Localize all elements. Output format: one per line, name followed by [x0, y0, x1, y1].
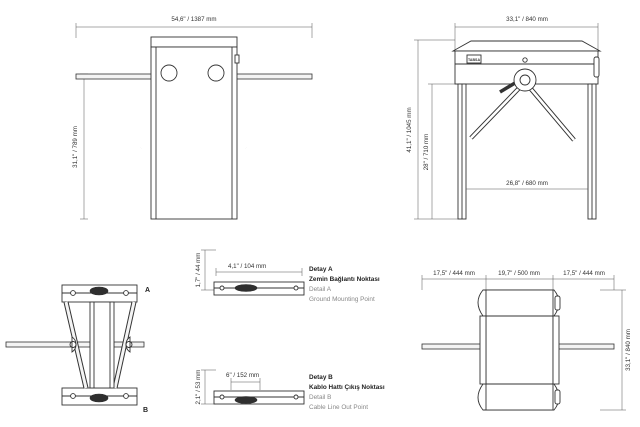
front-top-cap [150, 36, 238, 48]
detail-a-plate [213, 281, 305, 296]
front-view: 54,6" / 1387 mm 31,1" / 789 mm [72, 16, 313, 220]
side-width-dim-label: 33,1" / 840 mm [506, 16, 548, 23]
marker-a: A [145, 287, 150, 294]
detail-b-title-tr: Kablo Hattı Çıkış Noktası [309, 384, 385, 391]
front-side-latch [234, 54, 240, 64]
marker-b: B [143, 407, 148, 414]
detail-b-title: Detay B [309, 374, 333, 381]
plan-depth-dim: 33,1" / 840 mm [625, 329, 632, 371]
detail-a-desc-en: Ground Mounting Point [309, 296, 375, 303]
detail-a-height-dim: 1,7" / 44 mm [195, 253, 202, 288]
front-width-dim-label: 54,6" / 1387 mm [171, 16, 216, 23]
detail-a-width-dim: 4,1" / 104 mm [228, 263, 266, 270]
detail-b-desc-en: Cable Line Out Point [309, 404, 368, 411]
side-indicator-icon [522, 57, 528, 63]
front-height-dim-label: 31,1" / 789 mm [72, 126, 79, 168]
front-exit-indicator-icon [207, 64, 225, 82]
side-brand-logo: TABSA [468, 58, 481, 62]
side-view: 33,1" / 840 mm 41,1" / 1045 mm 28" / 710… [406, 16, 602, 220]
top-view: A B [5, 284, 150, 414]
plan-view: 17,5" / 444 mm 19,7" / 500 mm 17,5" / 44… [421, 270, 632, 411]
detail-b-height-dim: 2,1" / 53 mm [195, 370, 202, 405]
detail-a-title: Detay A [309, 266, 333, 273]
side-leg-span-dim-label: 26,8" / 680 mm [506, 180, 548, 187]
detail-b: 2,1" / 53 mm 6" / 152 mm Detay B Kablo H… [195, 370, 385, 411]
detail-b-width-dim: 6" / 152 mm [226, 372, 259, 379]
plan-right-dim: 17,5" / 444 mm [563, 270, 605, 277]
plan-body [485, 289, 554, 411]
side-roof [451, 40, 602, 52]
plan-left-dim: 17,5" / 444 mm [433, 270, 475, 277]
detail-a-title-tr: Zemin Bağlantı Noktası [309, 276, 380, 283]
detail-a-title-en: Detail A [309, 286, 332, 293]
plan-center-dim: 19,7" / 500 mm [498, 270, 540, 277]
detail-b-plate [213, 390, 305, 405]
detail-b-title-en: Detail B [309, 394, 331, 401]
side-leg-height-dim-label: 28" / 710 mm [423, 134, 430, 171]
side-total-height-dim-label: 41,1" / 1045 mm [406, 107, 413, 152]
detail-a: 1,7" / 44 mm 4,1" / 104 mm Detay A Zemin… [195, 249, 380, 303]
front-entry-indicator-icon [160, 64, 178, 82]
